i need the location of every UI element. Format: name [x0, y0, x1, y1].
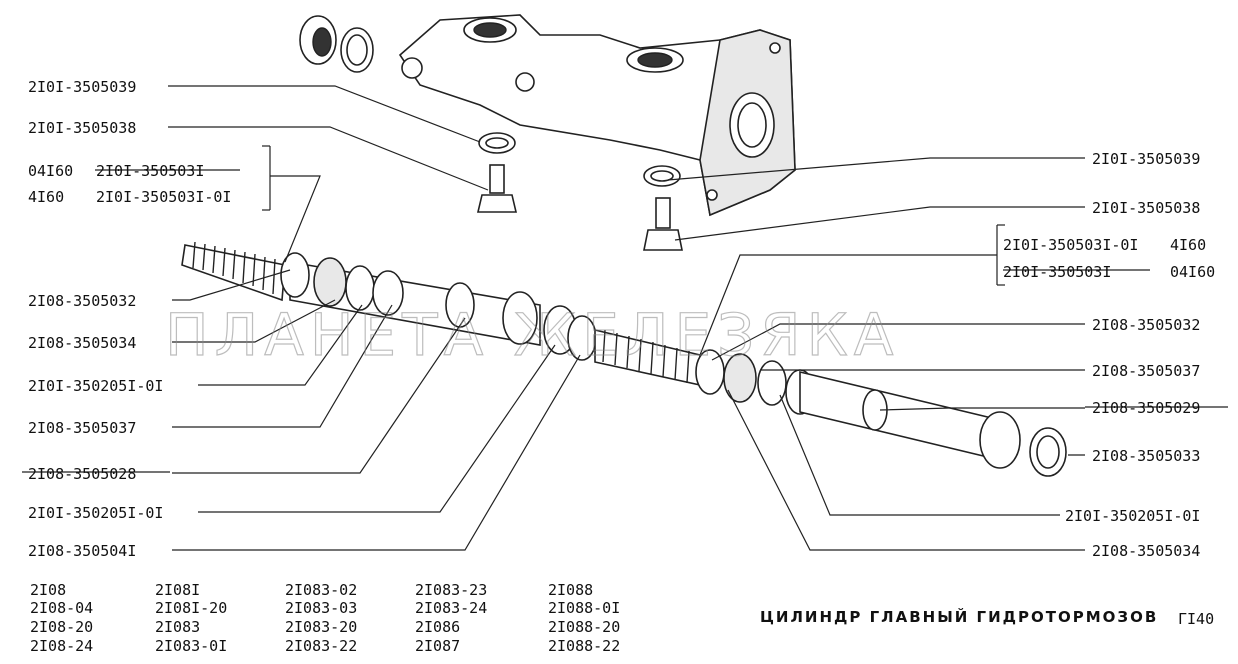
callout-left-cyl-b-num: 2I0I-350503I-0I: [96, 188, 231, 206]
callout-top-left-seal: 2I0I-3505039: [28, 78, 136, 96]
callout-right-6: 2I08-3505034: [1092, 542, 1200, 560]
callout-left-6: 2I0I-350205I-0I: [28, 504, 163, 522]
piston-assembly: [181, 241, 1067, 477]
callout-left-cyl-a-num: 2I0I-350503I: [96, 162, 204, 180]
model-cell: 2I08-24: [30, 637, 93, 655]
model-cell: 2I08-04: [30, 599, 93, 617]
model-cell: 2I083-02: [285, 581, 357, 599]
callout-top-left-plug: 2I0I-3505038: [28, 119, 136, 137]
model-cell: 2I086: [415, 618, 460, 636]
callout-left-3: 2I0I-350205I-0I: [28, 377, 163, 395]
model-cell: 2I083-03: [285, 599, 357, 617]
model-cell: 2I088-0I: [548, 599, 620, 617]
leader-lines: [168, 85, 1085, 551]
diagram-title: ЦИЛИНДР ГЛАВНЫЙ ГИДРОТОРМОЗОВ: [760, 607, 1158, 626]
model-cell: 2I083-23: [415, 581, 487, 599]
callout-right-cyl-b-num: 2I0I-350503I: [1003, 263, 1111, 281]
callout-left-cyl-a-code: 04I60: [28, 162, 73, 180]
callout-left-2: 2I08-3505034: [28, 334, 136, 352]
callout-right-3: 2I08-3505029: [1092, 399, 1200, 417]
model-cell: 2I083-20: [285, 618, 357, 636]
callout-right-4: 2I08-3505033: [1092, 447, 1200, 465]
model-cell: 2I083: [155, 618, 200, 636]
model-table: 2I08 2I08-04 2I08-20 2I08-24 2I08I 2I08I…: [30, 581, 620, 655]
callout-right-2: 2I08-3505037: [1092, 362, 1200, 380]
stop-screws: [476, 132, 683, 251]
master-cylinder-body: [398, 14, 796, 217]
callout-right-cyl-a-code: 4I60: [1170, 236, 1206, 254]
model-cell: 2I088-20: [548, 618, 620, 636]
model-cell: 2I08-20: [30, 618, 93, 636]
model-cell: 2I083-22: [285, 637, 357, 655]
callout-left-1: 2I08-3505032: [28, 292, 136, 310]
callout-right-seal: 2I0I-3505039: [1092, 150, 1200, 168]
model-cell: 2I08: [30, 581, 66, 599]
callout-right-1: 2I08-3505032: [1092, 316, 1200, 334]
callout-left-cyl-b-code: 4I60: [28, 188, 64, 206]
model-cell: 2I088: [548, 581, 593, 599]
model-cell: 2I08I: [155, 581, 200, 599]
callout-right-cyl-a-num: 2I0I-350503I-0I: [1003, 236, 1138, 254]
model-cell: 2I087: [415, 637, 460, 655]
callout-right-5: 2I0I-350205I-0I: [1065, 507, 1200, 525]
callout-left-4: 2I08-3505037: [28, 419, 136, 437]
model-cell: 2I083-0I: [155, 637, 227, 655]
model-cell: 2I083-24: [415, 599, 487, 617]
callout-right-cyl-b-code: 04I60: [1170, 263, 1215, 281]
model-cell: 2I088-22: [548, 637, 620, 655]
page-code: ГI40: [1178, 610, 1214, 628]
strike-lines: [22, 169, 1228, 473]
top-plug-and-seal: [299, 15, 374, 73]
callout-right-plug: 2I0I-3505038: [1092, 199, 1200, 217]
callout-left-7: 2I08-350504I: [28, 542, 136, 560]
callout-left-5: 2I08-3505028: [28, 465, 136, 483]
model-cell: 2I08I-20: [155, 599, 227, 617]
watermark: ПЛАНЕТА ЖЕЛЕЗЯКА: [165, 301, 899, 369]
